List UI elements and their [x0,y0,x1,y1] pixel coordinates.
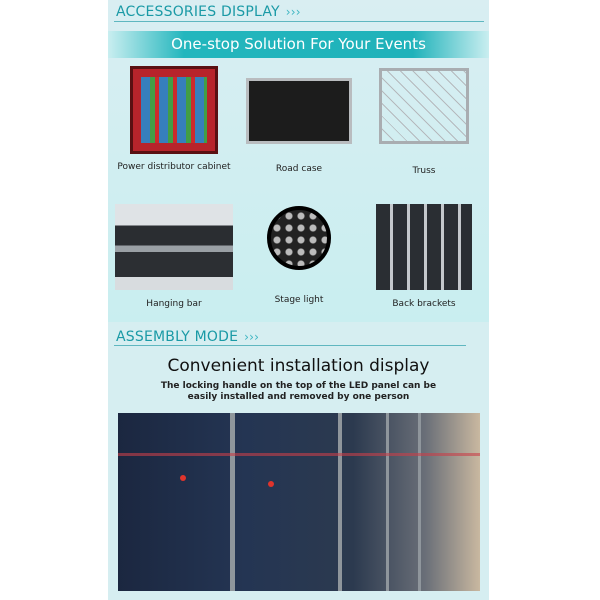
item-label: Truss [412,166,436,176]
pole [230,413,235,591]
item-stage-light: Stage light [239,206,359,305]
accessories-header: ACCESSORIES DISPLAY ››› [116,4,301,20]
item-truss: Truss [364,68,484,176]
chevron-icon: ››› [285,5,301,19]
item-label: Back brackets [392,299,456,309]
hanging-bar-image [115,204,233,290]
item-label: Road case [275,164,323,174]
assembly-subtitle-1: The locking handle on the top of the LED… [160,381,437,391]
stage-light-image [267,206,331,270]
banner: One-stop Solution For Your Events [108,31,489,58]
item-label: Stage light [274,295,324,305]
led-panel-installation-photo [118,413,480,591]
back-brackets-image [376,204,472,290]
red-indicator [180,475,186,481]
assembly-title: Convenient installation display [167,356,430,376]
pole [418,413,421,591]
truss-image [379,68,469,144]
item-hanging-bar: Hanging bar [114,204,234,309]
item-label: Power distributor cabinet [117,162,231,172]
red-indicator [268,481,274,487]
header-text: ASSEMBLY MODE [116,329,239,345]
assembly-subtitle-2: easily installed and removed by one pers… [187,392,410,402]
chevron-icon: ››› [244,330,260,344]
power-cabinet-image [130,66,218,154]
product-infographic: ACCESSORIES DISPLAY ››› One-stop Solution… [108,0,489,600]
assembly-header: ASSEMBLY MODE ››› [116,329,259,345]
divider [114,21,484,22]
road-case-image [246,78,352,144]
item-label: Hanging bar [146,299,202,309]
divider [114,345,466,346]
accessories-section: ACCESSORIES DISPLAY ››› One-stop Solution… [108,0,489,322]
item-power-cabinet: Power distributor cabinet [114,66,234,172]
cable [118,453,480,456]
pole [338,413,342,591]
item-back-brackets: Back brackets [364,204,484,309]
item-road-case: Road case [239,78,359,174]
header-text: ACCESSORIES DISPLAY [116,4,280,20]
pole [386,413,389,591]
